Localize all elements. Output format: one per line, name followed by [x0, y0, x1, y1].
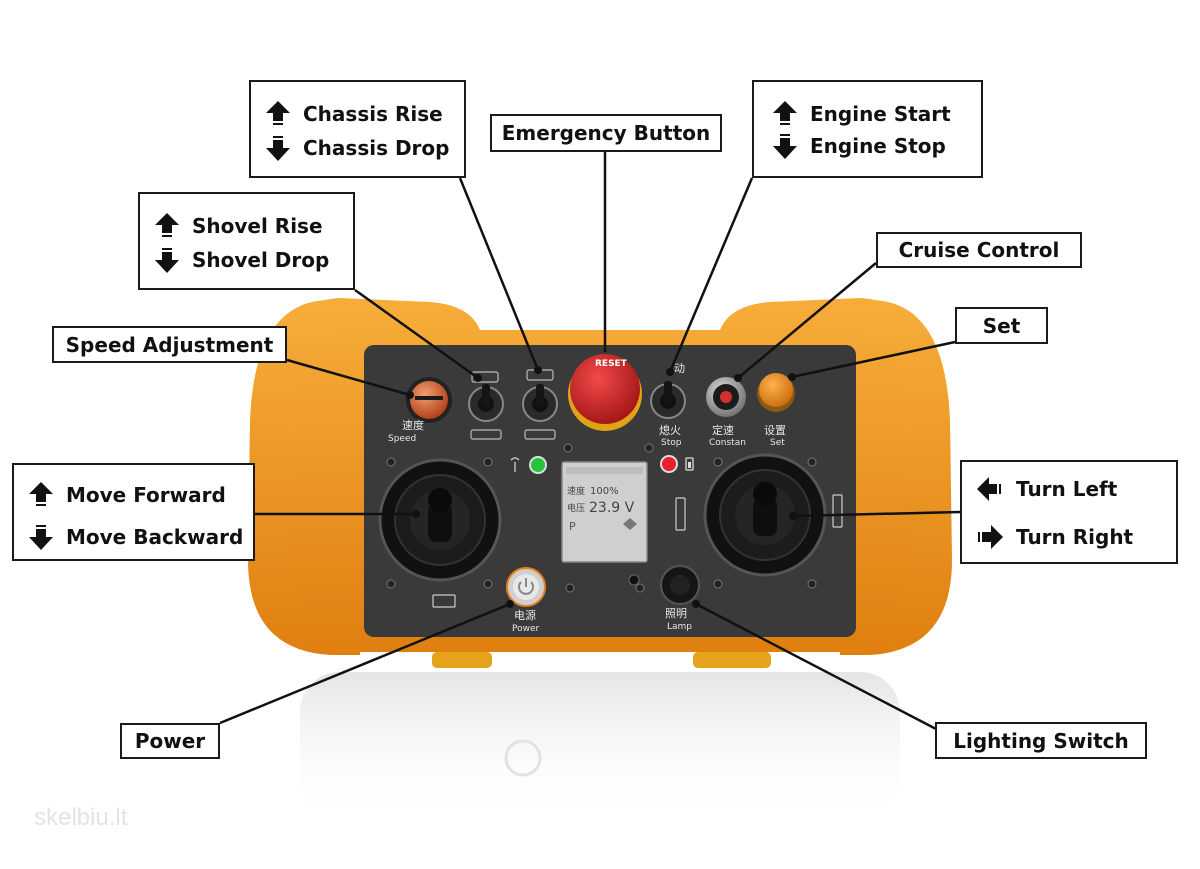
green-led [529, 456, 547, 474]
arrow-down-icon [266, 136, 290, 161]
leader-lines [219, 152, 961, 732]
constan-label-cn: 定速 [712, 423, 734, 437]
arrow-right-icon [978, 525, 1003, 549]
power-button[interactable] [506, 567, 546, 607]
arrow-up-icon [773, 101, 797, 125]
red-led [660, 455, 678, 473]
arrow-down-icon [155, 248, 179, 273]
leader-chassis [458, 177, 540, 371]
leader-shovel [354, 288, 479, 380]
set-label-cn: 设置 [764, 424, 786, 437]
shovel-toggle-switch[interactable] [468, 371, 504, 440]
callout-chassis: Chassis Rise Chassis Drop [249, 80, 466, 178]
chassis-drop-label: Chassis Drop [303, 136, 450, 160]
set-label: Set [982, 313, 1021, 338]
turn-left-label: Turn Left [1016, 477, 1118, 501]
arrow-up-icon [155, 213, 179, 237]
lamp-switch[interactable] [660, 565, 700, 605]
shovel-rise-label: Shovel Rise [192, 214, 323, 238]
leader-set [791, 340, 956, 379]
power-label-en: Power [512, 624, 540, 634]
engine-label-dong: 动 [674, 362, 685, 375]
callout-engine: Engine Start Engine Stop [752, 80, 983, 178]
speed-label-cn: 速度 [402, 418, 424, 432]
callout-turn: Turn Left Turn Right [960, 460, 1178, 564]
callout-shovel: Shovel Rise Shovel Drop [138, 192, 355, 290]
leader-turn [792, 510, 961, 518]
battery-icon [685, 457, 694, 471]
display-row1-label: 速度 [567, 485, 585, 497]
stop-label-cn: 熄火 [659, 423, 681, 437]
lighting-switch-label: Lighting Switch [953, 728, 1129, 753]
leader-lighting [695, 602, 939, 732]
arrow-left-icon [977, 477, 1001, 501]
emergency-button-label: Emergency Button [501, 121, 711, 145]
lcd-display [561, 461, 648, 563]
panel-screws [386, 443, 817, 593]
reflection [300, 672, 900, 822]
callout-set: Set [955, 307, 1048, 344]
callout-move: Move Forward Move Backward [12, 463, 255, 561]
leader-dots [406, 366, 797, 608]
stop-label-en: Stop [661, 438, 682, 448]
right-joystick[interactable] [703, 453, 827, 577]
set-label-en: Set [770, 438, 785, 448]
engine-stop-label: Engine Stop [810, 134, 946, 158]
estop-reset-text: RESET [595, 359, 628, 369]
cruise-control-label: Cruise Control [898, 238, 1060, 262]
leader-engine [668, 177, 754, 373]
chassis-toggle-switch[interactable] [522, 369, 558, 440]
speed-knob[interactable] [406, 377, 452, 423]
arrow-up-icon [29, 482, 53, 506]
arrow-up-icon [266, 101, 290, 125]
power-label-cn: 电源 [514, 608, 536, 622]
leader-power [219, 602, 511, 725]
speed-label-en: Speed [388, 434, 416, 444]
left-panel-icon [675, 497, 686, 531]
display-row1-value: 100% [590, 486, 619, 497]
power-label: Power [134, 729, 206, 753]
callout-power: Power [120, 723, 220, 759]
engine-toggle-switch[interactable]: 动 [650, 362, 686, 419]
turn-right-label: Turn Right [1016, 525, 1134, 549]
callout-lighting: Lighting Switch [935, 722, 1147, 759]
leader-cruise [737, 262, 877, 379]
watermark-text: skelbiu.lt [34, 804, 128, 831]
shovel-drop-label: Shovel Drop [192, 248, 330, 272]
callout-cruise: Cruise Control [876, 232, 1082, 268]
left-joystick-mode-icon [432, 594, 456, 608]
cruise-control-button[interactable] [706, 377, 746, 417]
constan-label-en: Constan [709, 438, 746, 448]
move-forward-label: Move Forward [66, 483, 226, 507]
leader-speed [286, 358, 411, 397]
arrow-down-icon [29, 525, 53, 550]
display-gear: P [569, 520, 576, 533]
move-backward-label: Move Backward [66, 525, 244, 549]
engine-start-label: Engine Start [810, 102, 951, 126]
speed-adjustment-label: Speed Adjustment [65, 332, 274, 357]
emergency-stop-button[interactable]: RESET [568, 354, 642, 431]
signal-icon [510, 457, 520, 472]
lamp-label-en: Lamp [667, 622, 692, 632]
left-joystick[interactable] [378, 458, 502, 582]
callout-speed: Speed Adjustment [52, 326, 287, 363]
display-row2-label: 电压 [567, 502, 585, 514]
right-joystick-steer-icon [832, 494, 843, 528]
chassis-rise-label: Chassis Rise [303, 102, 443, 126]
display-row2-value: 23.9 V [589, 500, 635, 516]
arrow-down-icon [773, 134, 797, 159]
display-direction-icon [623, 518, 637, 530]
set-button[interactable] [757, 373, 795, 412]
lamp-label-cn: 照明 [665, 607, 687, 620]
callout-emergency: Emergency Button [490, 114, 722, 152]
lamp-indicator [628, 574, 640, 586]
